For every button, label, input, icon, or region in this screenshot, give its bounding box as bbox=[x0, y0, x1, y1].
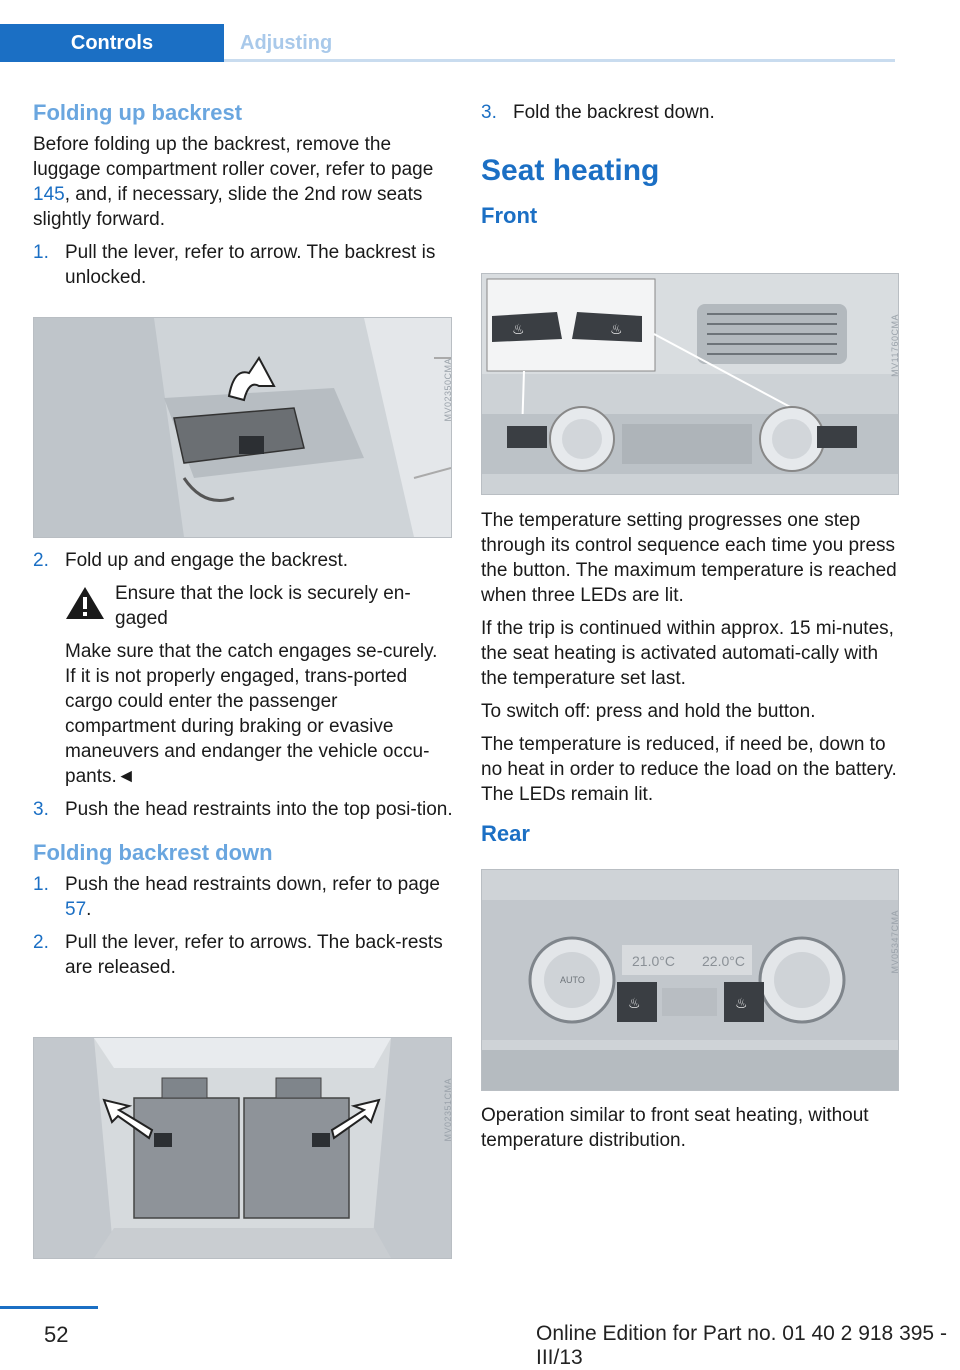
figure-code: MV05347CMA bbox=[890, 910, 899, 974]
warning-icon bbox=[66, 587, 104, 619]
right-column: 3. Fold the backrest down. Seat heating … bbox=[481, 100, 901, 229]
step-text-part: . bbox=[86, 899, 92, 920]
intro-text-end: , and, if necessary, slide the 2nd row s… bbox=[33, 184, 423, 230]
step-text-part: Push the head restraints down, refer to … bbox=[65, 874, 440, 895]
step-number: 3. bbox=[481, 102, 497, 123]
header-rule bbox=[224, 59, 895, 62]
warning-body: Make sure that the catch engages se-cure… bbox=[65, 641, 438, 787]
svg-text:♨: ♨ bbox=[735, 996, 748, 1012]
tab-controls[interactable]: Controls bbox=[0, 24, 224, 62]
tab-adjusting[interactable]: Adjusting bbox=[240, 31, 333, 54]
front-paragraph-3: To switch off: press and hold the button… bbox=[481, 701, 816, 722]
page-link-57[interactable]: 57 bbox=[65, 899, 87, 920]
front-paragraph-4: The temperature is reduced, if need be, … bbox=[481, 734, 897, 805]
step-text: Push the head restraints down, refer to … bbox=[65, 872, 453, 922]
step-number: 1. bbox=[33, 242, 49, 263]
figure-front-seat-heating: ♨ ♨ MV11760CMA bbox=[481, 273, 899, 495]
left-column-cont: 2. Fold up and engage the backrest. Ensu… bbox=[33, 548, 453, 988]
step-number: 1. bbox=[33, 874, 49, 895]
right-column-end: Operation similar to front seat heating,… bbox=[481, 1103, 901, 1161]
svg-text:♨: ♨ bbox=[628, 996, 641, 1012]
list-item: 2. Fold up and engage the backrest. bbox=[33, 548, 453, 573]
right-column-cont: The temperature setting progresses one s… bbox=[481, 508, 901, 847]
list-item: 1. Push the head restraints down, refer … bbox=[33, 872, 453, 922]
warning-title: Ensure that the lock is securely en-gage… bbox=[115, 583, 411, 629]
warning-block: Ensure that the lock is securely en-gage… bbox=[33, 581, 453, 789]
rear-display-right: 22.0°C bbox=[702, 953, 745, 969]
svg-text:♨: ♨ bbox=[610, 322, 623, 338]
rear-display-left: 21.0°C bbox=[632, 953, 675, 969]
step-number: 2. bbox=[33, 550, 49, 571]
step-number: 2. bbox=[33, 932, 49, 953]
front-paragraph-2: If the trip is continued within approx. … bbox=[481, 618, 894, 689]
front-paragraph-1: The temperature setting progresses one s… bbox=[481, 510, 897, 606]
figure-code: MV11760CMA bbox=[890, 314, 899, 377]
page-link-145[interactable]: 145 bbox=[33, 184, 65, 205]
svg-text:♨: ♨ bbox=[512, 322, 525, 338]
heading-folding-down: Folding backrest down bbox=[33, 840, 273, 865]
step-text: Pull the lever, refer to arrows. The bac… bbox=[65, 932, 443, 978]
page-number: 52 bbox=[44, 1322, 69, 1347]
figure-fold-down-levers: MV02351CMA bbox=[33, 1037, 452, 1259]
figure-code: MV02350CMA bbox=[443, 358, 452, 422]
heading-folding-up: Folding up backrest bbox=[33, 100, 243, 125]
warning-row: Ensure that the lock is securely en-gage… bbox=[65, 581, 453, 631]
heading-rear: Rear bbox=[481, 821, 530, 846]
list-item: 1. Pull the lever, refer to arrow. The b… bbox=[33, 240, 453, 290]
figure-rear-seat-heating: 21.0°C 22.0°C AUTO ♨ ♨ MV05347CMA bbox=[481, 869, 899, 1091]
intro-text: Before folding up the backrest, remove t… bbox=[33, 134, 434, 180]
rear-paragraph: Operation similar to front seat heating,… bbox=[481, 1105, 869, 1151]
list-item: 3. Push the head restraints into the top… bbox=[33, 797, 453, 822]
list-item: 3. Fold the backrest down. bbox=[481, 100, 901, 125]
step-text: Fold the backrest down. bbox=[513, 102, 715, 123]
heading-front: Front bbox=[481, 203, 538, 228]
figure-fold-up-lever: MV02350CMA bbox=[33, 317, 452, 538]
step-text: Push the head restraints into the top po… bbox=[65, 799, 453, 820]
footer-rule bbox=[0, 1306, 98, 1309]
intro-paragraph: Before folding up the backrest, remove t… bbox=[33, 132, 453, 232]
rear-knob-label: AUTO bbox=[560, 975, 585, 985]
step-text: Fold up and engage the backrest. bbox=[65, 550, 349, 571]
heading-seat-heating: Seat heating bbox=[481, 154, 660, 187]
step-text: Pull the lever, refer to arrow. The back… bbox=[65, 242, 436, 288]
figure-code: MV02351CMA bbox=[443, 1078, 452, 1142]
list-item: 2. Pull the lever, refer to arrows. The … bbox=[33, 930, 453, 980]
step-number: 3. bbox=[33, 799, 49, 820]
header-tabs: Controls Adjusting bbox=[0, 0, 895, 62]
online-edition: Online Edition for Part no. 01 40 2 918 … bbox=[536, 1322, 947, 1369]
left-column: Folding up backrest Before folding up th… bbox=[33, 100, 453, 298]
